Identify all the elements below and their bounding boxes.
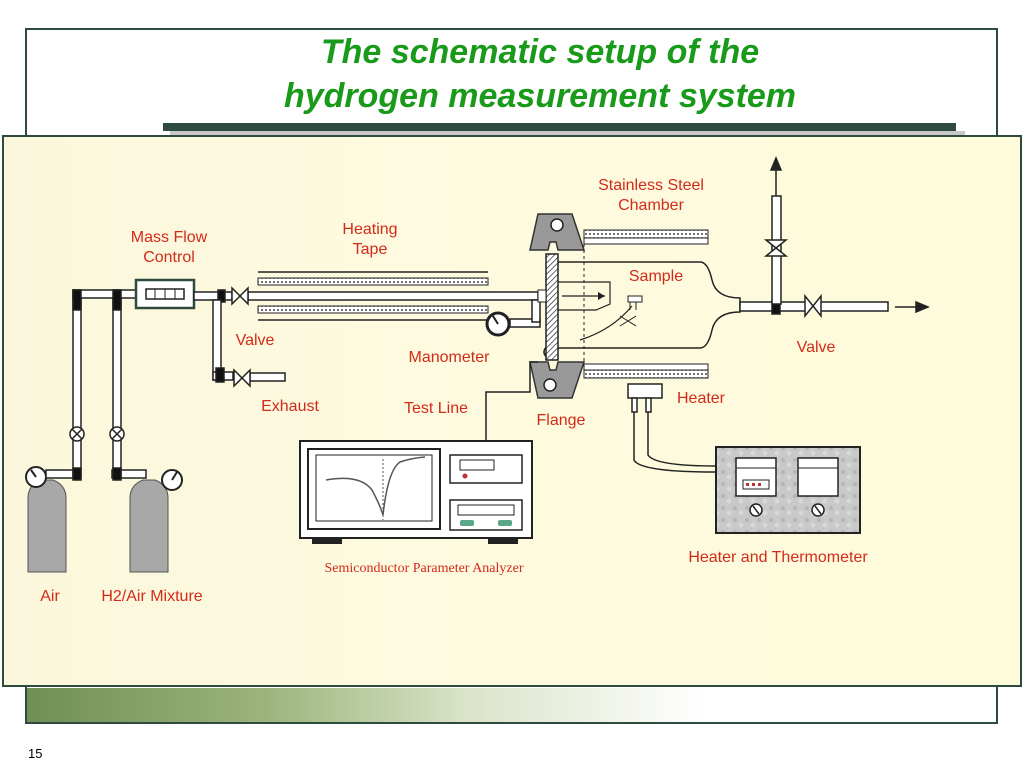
label-valve-left: Valve [235, 332, 275, 349]
cylinder-valve-icon [69, 426, 125, 442]
label-mass-flow-control: Mass Flow Control [130, 229, 208, 266]
outlet-piping [739, 156, 930, 319]
label-test-line: Test Line [403, 400, 469, 417]
label-manometer: Manometer [408, 349, 490, 366]
slide-title: The schematic setup of the hydrogen meas… [160, 30, 920, 118]
title-rule [163, 123, 956, 131]
semiconductor-parameter-analyzer [299, 440, 533, 544]
label-h2-air-mixture: H2/Air Mixture [101, 588, 203, 605]
diagram-panel [2, 135, 1022, 687]
label-flange: Flange [536, 412, 586, 429]
title-line-1: The schematic setup of the [320, 33, 760, 71]
feed-pipes [72, 289, 138, 481]
leaf-background [27, 688, 996, 722]
air-cylinder [25, 466, 81, 573]
label-exhaust: Exhaust [261, 398, 319, 415]
title-line-2: hydrogen measurement system [283, 77, 797, 115]
label-heater-and-thermometer: Heater and Thermometer [688, 549, 868, 566]
heater-leads [485, 361, 717, 473]
label-semiconductor-parameter-analyzer: Semiconductor Parameter Analyzer [324, 561, 524, 576]
label-heating-tape: Heating Tape [342, 221, 398, 258]
label-sample: Sample [628, 268, 684, 285]
label-heater: Heater [676, 390, 726, 407]
heating-tape [257, 271, 489, 321]
manometer-icon [485, 299, 541, 337]
h2-air-cylinder [111, 469, 183, 573]
heater-thermometer-unit [715, 446, 861, 534]
valve-icon [231, 286, 251, 388]
flange [529, 213, 586, 399]
label-valve-right: Valve [796, 339, 836, 356]
mass-flow-controller [134, 278, 196, 310]
label-air: Air [40, 588, 60, 605]
label-stainless-steel-chamber: Stainless Steel Chamber [598, 177, 704, 214]
stainless-steel-chamber [558, 229, 741, 379]
page-number: 15 [28, 746, 43, 761]
